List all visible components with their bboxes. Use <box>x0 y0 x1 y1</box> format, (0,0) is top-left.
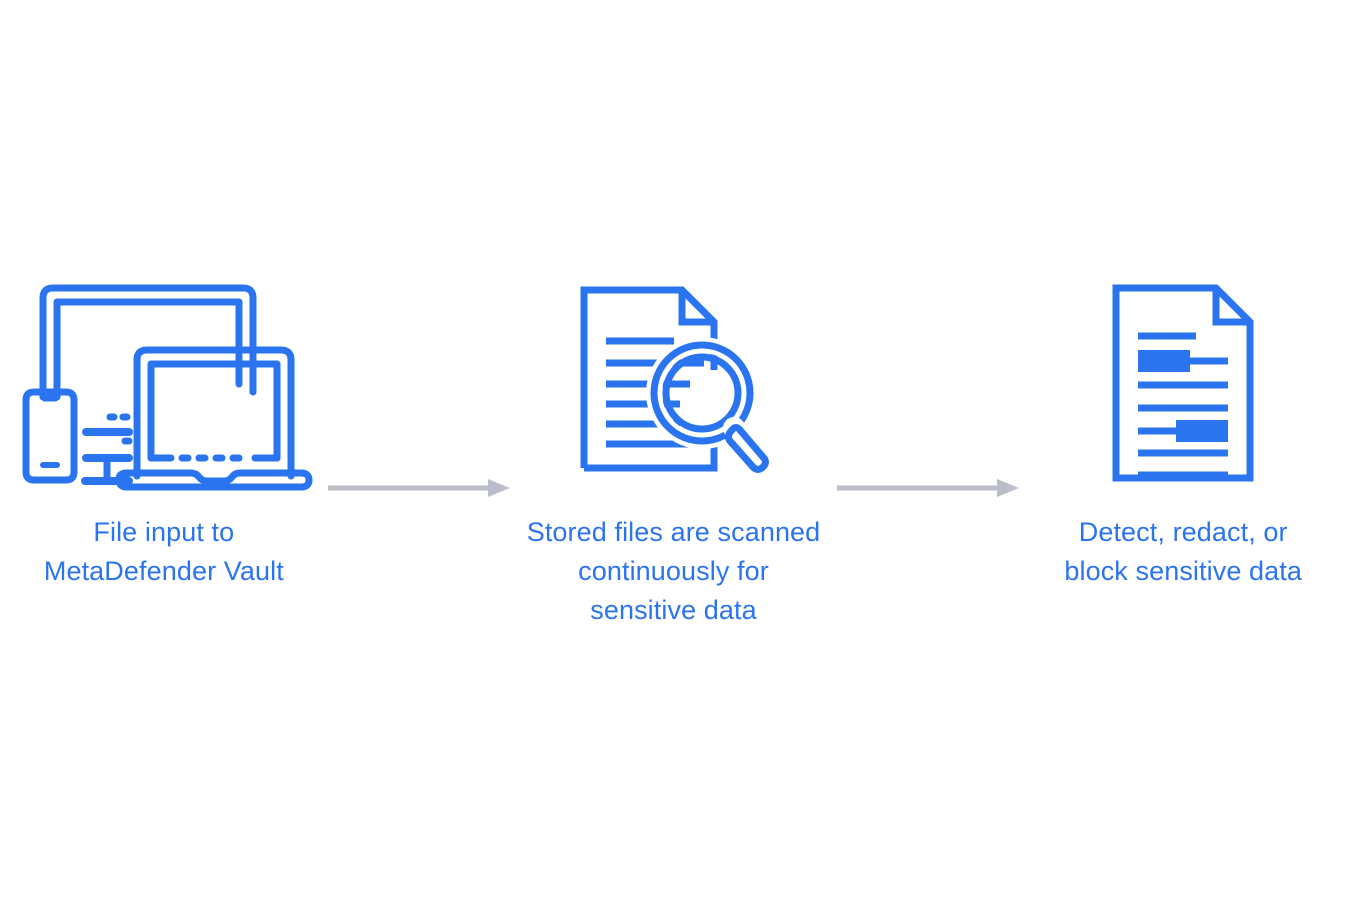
document-search-icon <box>510 255 838 485</box>
flow-step-label: Detect, redact, or block sensitive data <box>1064 517 1302 586</box>
flow-step-label: Stored files are scanned continuously fo… <box>526 517 821 625</box>
connector-arrow-2 <box>837 373 1020 603</box>
connector-arrow-1 <box>327 373 510 603</box>
flow-step-scanning: Stored files are scanned continuously fo… <box>510 0 838 630</box>
arrow-right-icon <box>327 479 510 497</box>
arrow-right-icon <box>837 479 1020 497</box>
devices-icon <box>0 255 328 491</box>
flow-step-redaction: Detect, redact, or block sensitive data <box>1019 0 1347 591</box>
document-redacted-icon <box>1019 255 1347 485</box>
flow-step-label: File input to MetaDefender Vault <box>43 517 284 586</box>
flow-step-file-input: File input to MetaDefender Vault <box>0 0 328 591</box>
